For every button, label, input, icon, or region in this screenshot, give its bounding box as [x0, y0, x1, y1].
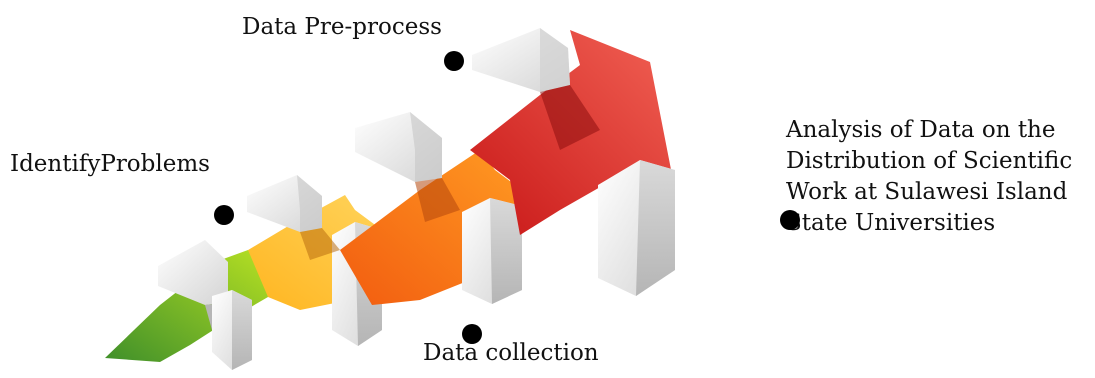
bullet-preprocess: [444, 51, 464, 71]
arrow-step-preprocess: [340, 112, 522, 305]
arrow-step-identify: [105, 240, 268, 370]
bullet-identify: [214, 205, 234, 225]
bullet-collection: [462, 324, 482, 344]
step-label-identify: IdentifyProblems: [10, 151, 210, 177]
step-label-analysis: Analysis of Data on the Distribution of …: [786, 117, 1073, 236]
arrow-step-analysis: [470, 28, 675, 296]
step-label-preprocess: Data Pre-process: [242, 14, 442, 40]
step-label-collection: Data collection: [423, 340, 599, 366]
bullet-analysis: [780, 210, 800, 230]
